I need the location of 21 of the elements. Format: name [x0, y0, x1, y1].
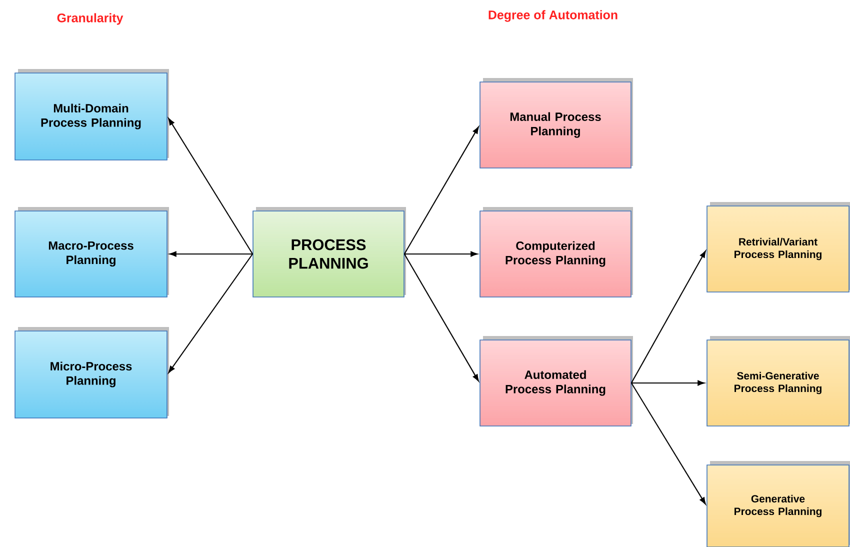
arrow	[168, 254, 254, 373]
arrow	[404, 254, 479, 382]
process-box: Semi-Generative Process Planning	[706, 340, 850, 426]
process-box: Micro-Process Planning	[14, 330, 168, 418]
heading: Granularity	[57, 13, 124, 25]
process-box: Multi-Domain Process Planning	[14, 72, 168, 160]
arrow	[630, 382, 706, 504]
arrow	[169, 251, 253, 257]
arrow	[404, 126, 479, 254]
arrow	[404, 251, 478, 257]
heading: Degree of Automation	[488, 10, 618, 22]
process-box: Macro-Process Planning	[14, 210, 168, 298]
process-box: Manual Process Planning	[480, 82, 632, 168]
process-box: Automated Process Planning	[480, 340, 632, 426]
central-box: PROCESS PLANNING	[252, 210, 404, 298]
process-box: Retrivial/Variant Process Planning	[706, 206, 850, 292]
process-box: Computerized Process Planning	[480, 210, 632, 298]
process-box: Generative Process Planning	[706, 464, 850, 547]
arrow	[630, 250, 706, 384]
arrow	[168, 118, 254, 254]
arrow	[631, 380, 705, 386]
